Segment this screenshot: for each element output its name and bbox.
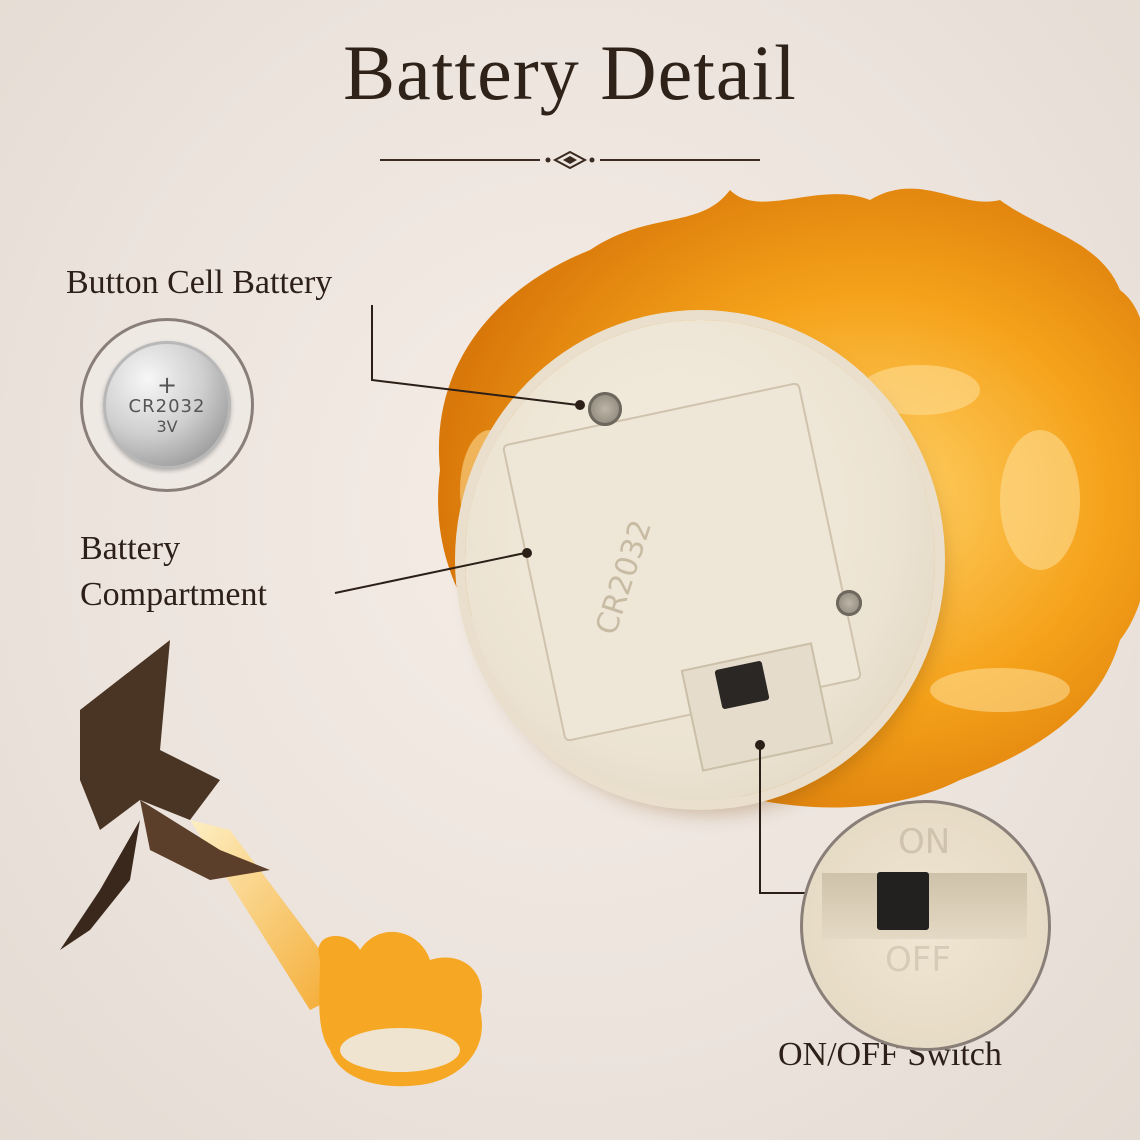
button-cell-label: Button Cell Battery: [66, 264, 333, 301]
title-divider: [380, 150, 760, 170]
coin-cell-battery: + CR2032 3V: [103, 341, 231, 469]
coin-voltage: 3V: [156, 417, 178, 436]
compartment-label-line1: Battery: [80, 530, 181, 567]
coin-cell-callout: + CR2032 3V: [80, 318, 254, 492]
switch-on-marking: ON: [898, 822, 951, 862]
switch-detail-knob[interactable]: [877, 872, 929, 930]
compartment-label-line2: Compartment: [80, 576, 267, 613]
switch-off-marking: OFF: [885, 940, 951, 980]
dragon-lamp: [60, 640, 482, 1087]
page-title: Battery Detail: [343, 29, 797, 116]
coin-model: CR2032: [128, 396, 206, 417]
screw-icon: [588, 392, 622, 426]
screw-icon: [836, 590, 862, 616]
plus-icon: +: [156, 371, 178, 399]
